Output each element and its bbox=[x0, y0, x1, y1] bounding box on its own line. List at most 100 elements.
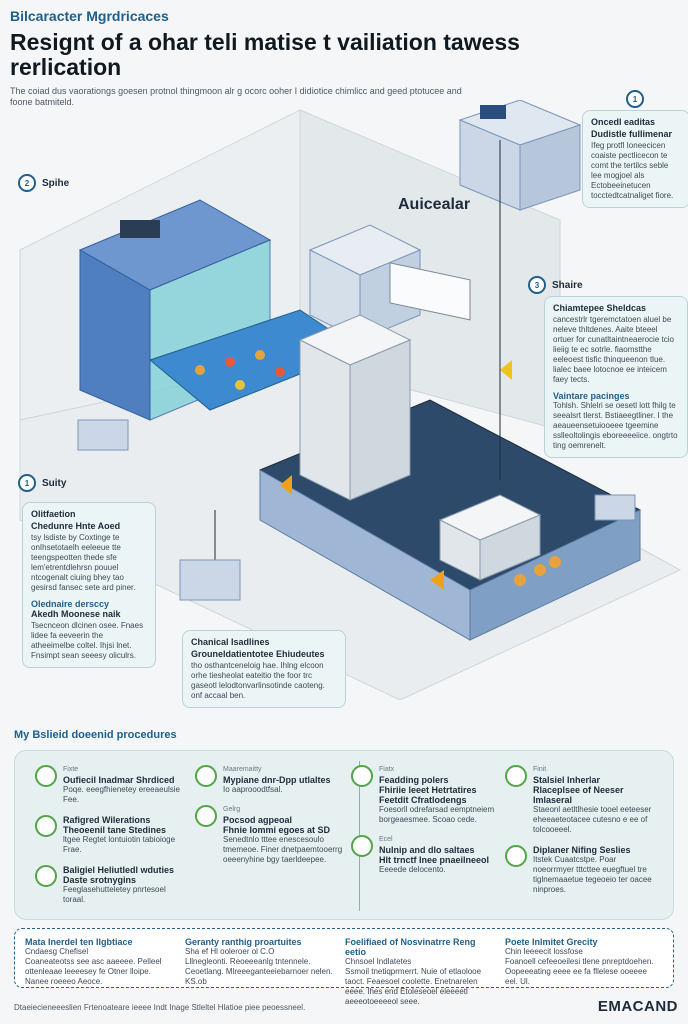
flow-arrow bbox=[280, 475, 292, 495]
kicker: Bilcaracter Mgrdricaces bbox=[10, 8, 169, 24]
virus-icon bbox=[351, 835, 373, 857]
summary-body: Lllnegleonti. Reoeeeanlg tntennele. Ceoe… bbox=[185, 957, 333, 986]
marker-label: Spihe bbox=[42, 177, 70, 189]
callout-title: Chiamtepee Sheldcas bbox=[553, 303, 647, 313]
wall-sign-text: Auicealar bbox=[398, 196, 471, 213]
callout-subtitle: Chedunre Hnte Aoed bbox=[31, 521, 121, 531]
step-title: Oufiecil Inadmar Shrdiced bbox=[63, 775, 175, 785]
summary-body: Ssmoil tnetiqprmerrt. Nuie of etlaolooe … bbox=[345, 967, 482, 1006]
reactor-tower bbox=[298, 314, 412, 501]
summary-body: Foanoell cefeeoeilesi tlene pnreptdoehen… bbox=[505, 957, 654, 986]
summary-title: Poete Inlmitet Grecity bbox=[505, 937, 598, 947]
marker-top-right: 1 bbox=[626, 90, 644, 108]
procedure-step: Fiatx Feadding polers Fhiriie leeet Hetr… bbox=[351, 765, 501, 825]
side-cabinet bbox=[77, 419, 129, 451]
dispensing-unit bbox=[438, 494, 561, 586]
step-body: Senedtnlo tttee enescesoulo tmemeoe. Fin… bbox=[223, 835, 343, 864]
step-subtitle: Fhnie Iommi egoes at SD bbox=[223, 825, 331, 835]
gear-icon bbox=[35, 815, 57, 837]
summary-title: Mata Inerdel ten Ilgbtiace bbox=[25, 937, 133, 947]
wall-sign-frame bbox=[389, 262, 471, 321]
procedure-column-1: Fixte Oufiecil Inadmar Shrdiced Poqe. ee… bbox=[35, 765, 185, 915]
procedures-title: My Bslieid doeenid procedures bbox=[14, 729, 177, 741]
procedure-step: Ecel Nulnip and dlo saltaes Hlt trnctf I… bbox=[351, 835, 501, 875]
summary-box: Mata Inerdel ten Ilgbtiace Cndaesg Chefi… bbox=[14, 928, 674, 1006]
corner-device bbox=[594, 494, 636, 521]
summary-column: Poete Inlmitet Grecity Chin leeeecit los… bbox=[505, 937, 655, 987]
step-body: Feeglasehutteletey pnrtesoel toraal. bbox=[63, 885, 166, 904]
step-tag: Fiatx bbox=[379, 766, 395, 773]
procedures-panel: Fixte Oufiecil Inadmar Shrdiced Poqe. ee… bbox=[14, 750, 674, 920]
step-title: Nulnip and dlo saltaes bbox=[379, 845, 475, 855]
callout-top-right: Oncedl eaditas Dudistle fullimenar Ifeg … bbox=[582, 110, 688, 208]
procedure-step: Maaremaitty Mypiane dnr-Dpp utlaltes Io … bbox=[195, 765, 345, 795]
flask-icon bbox=[35, 765, 57, 787]
step-title: Diplaner Nifing Seslies bbox=[533, 845, 631, 855]
callout-body: tho osthantceneloig hae. Ihlng elcoon or… bbox=[191, 661, 325, 700]
summary-column: Geranty ranthig proartuites Sha ef Hl oo… bbox=[185, 937, 335, 987]
procedure-step: Fixte Oufiecil Inadmar Shrdiced Poqe. ee… bbox=[35, 765, 185, 805]
summary-title: Geranty ranthig proartuites bbox=[185, 937, 302, 947]
step-subtitle: Rlaceplsee of Neeser Imlaseral bbox=[533, 785, 624, 805]
summary-subtitle: Sha ef Hl ooleroer ol C.O bbox=[185, 947, 275, 956]
leaf-icon bbox=[35, 865, 57, 887]
step-tag: Gelrg bbox=[223, 806, 241, 813]
flow-arrow bbox=[500, 360, 512, 380]
step-subtitle: Daste srotnygins bbox=[63, 875, 137, 885]
step-tag: Finit bbox=[533, 766, 547, 773]
check-icon bbox=[195, 805, 217, 827]
step-subtitle: Fhiriie leeet Hetrtatires Feetdit Cfratl… bbox=[379, 785, 477, 805]
marker-dot: 2 bbox=[18, 174, 36, 192]
step-title: Rafigred Wilerations bbox=[63, 815, 151, 825]
marker-spine: 2 Spihe bbox=[18, 174, 69, 192]
procedure-column-3: Fiatx Feadding polers Fhiriie leeet Hetr… bbox=[351, 765, 501, 885]
marker-label: Shaire bbox=[552, 279, 583, 291]
step-body: Itstek Cuaatcstpe. Poar noeorrmyer tttct… bbox=[533, 855, 652, 894]
marker-dot: 1 bbox=[18, 474, 36, 492]
beaker-icon bbox=[351, 765, 373, 787]
footer-text: Dtaeiecieneeeslien Frtenoateare ieeee In… bbox=[14, 1003, 306, 1012]
marker-dot: 1 bbox=[626, 90, 644, 108]
summary-subtitle: Chin leeeecit lossfose bbox=[505, 947, 583, 956]
step-body: Staeonl aetltlhesie tooel eeteeser eheea… bbox=[533, 805, 652, 834]
recycle-icon bbox=[505, 765, 527, 787]
callout-bottom-mid: Chanical Isadlines Grouneldatientotee Eh… bbox=[182, 630, 346, 708]
procedure-step: Finit Stalsiel Inherlar Rlaceplsee of Ne… bbox=[505, 765, 655, 835]
step-title: Stalsiel Inherlar bbox=[533, 775, 601, 785]
callout-title: Chanical Isadlines bbox=[191, 637, 270, 647]
step-tag: Ecel bbox=[379, 836, 393, 843]
step-title: Pocsod agpeoal bbox=[223, 815, 293, 825]
callout-body: Ifeg protfl Ioneecicen coaiste pectlicec… bbox=[591, 141, 674, 200]
procedure-step: Diplaner Nifing Seslies Itstek Cuaatcstp… bbox=[505, 845, 655, 895]
step-title: Feadding polers bbox=[379, 775, 449, 785]
callout-title: Oncedl eaditas bbox=[591, 117, 656, 127]
summary-body: Coaneateotss see asc aaeeee. Pelleel ott… bbox=[25, 957, 162, 986]
callout-right: Chiamtepee Sheldcas cancestrlr tgeremcta… bbox=[544, 296, 688, 458]
step-body: Foesorll odrefarsad eemptneiem borgeaesm… bbox=[379, 805, 495, 824]
step-body: Poqe. eeegfhienetey ereeaeulsie Fee. bbox=[63, 785, 180, 804]
callout-body-2: Tohlsh. Shlelri se oesetl lott fhilg te … bbox=[553, 401, 678, 450]
step-body: Eeeede delocento. bbox=[379, 865, 446, 874]
procedure-step: Rafigred Wilerations Theoeenil tane Sted… bbox=[35, 815, 185, 855]
step-subtitle: Theoeenil tane Stedines bbox=[63, 825, 167, 835]
brand-logo: EMACAND bbox=[597, 998, 678, 1015]
summary-subtitle: Cndaesg Chefisel bbox=[25, 947, 89, 956]
step-tag: Fixte bbox=[63, 766, 79, 773]
callout-body: tsy lsdiste by Coxtinge te onIhsetotaelh… bbox=[31, 533, 136, 592]
molecule-icon bbox=[195, 765, 217, 787]
floor-device bbox=[179, 559, 241, 601]
summary-column: Mata Inerdel ten Ilgbtiace Cndaesg Chefi… bbox=[25, 937, 175, 987]
callout-subtitle-2: Akedh Moonese naik bbox=[31, 609, 121, 619]
callout-left: Olitfaetion Chedunre Hnte Aoed tsy lsdis… bbox=[22, 502, 156, 668]
facility-illustration bbox=[19, 100, 682, 700]
callout-body: cancestrlr tgeremctatoen aluel be neleve… bbox=[553, 315, 674, 384]
recycle-icon bbox=[505, 845, 527, 867]
page-title: Resignt of a ohar teli matise t vailiati… bbox=[10, 29, 520, 80]
callout-body-2: Tsecnceon dlcinen osee. Fnaes lidee fa e… bbox=[31, 621, 144, 660]
callout-title: Olitfaetion bbox=[31, 509, 76, 519]
step-title: Mypiane dnr-Dpp utlaltes bbox=[223, 775, 331, 785]
step-tag: Maaremaitty bbox=[223, 766, 262, 773]
procedure-column-2: Maaremaitty Mypiane dnr-Dpp utlaltes Io … bbox=[195, 765, 345, 875]
marker-suity: 1 Suity bbox=[18, 474, 66, 492]
control-unit-top bbox=[458, 100, 582, 211]
